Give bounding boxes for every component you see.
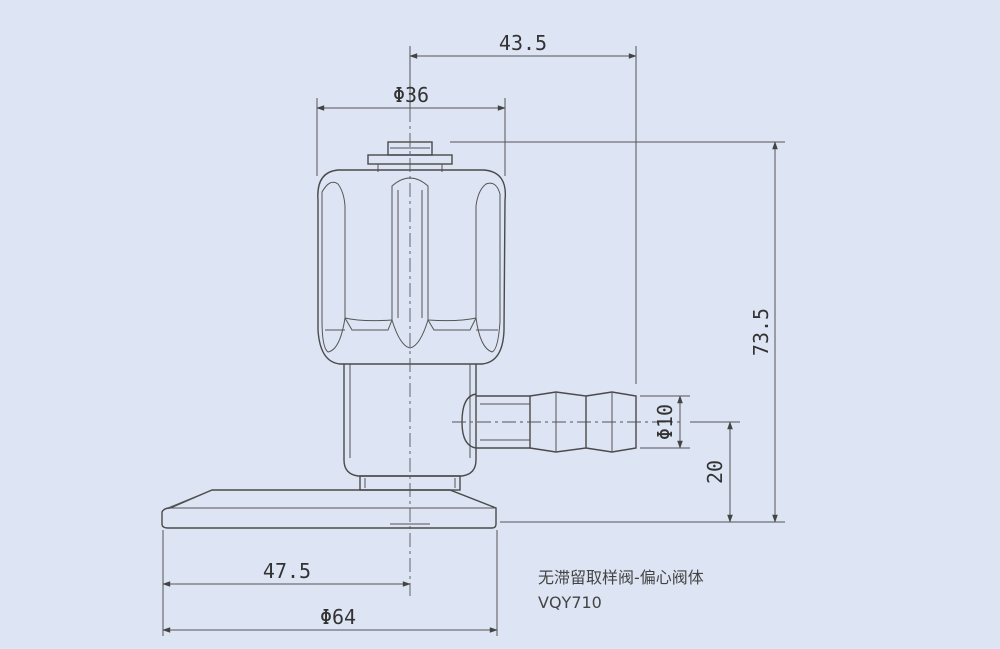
dim-flange-diameter: Φ64 (320, 605, 356, 629)
dim-outlet-diameter: Φ10 (653, 404, 677, 440)
extension-lines (162, 46, 785, 636)
caption: 无滞留取样阀-偏心阀体 VQY710 (538, 568, 704, 612)
dim-body-diameter: Φ36 (393, 83, 429, 107)
dim-offset-outlet: 43.5 (499, 31, 547, 55)
dimension-lines (162, 53, 778, 633)
caption-model: VQY710 (538, 593, 602, 612)
clamp-flange (161, 489, 497, 529)
dim-outlet-height: 20 (703, 460, 727, 484)
valve-outline (161, 141, 637, 529)
knurled-knob (317, 169, 507, 365)
centerlines (409, 108, 680, 596)
dimension-labels: 43.5 Φ36 73.5 Φ10 20 47.5 Φ64 (263, 31, 773, 629)
dim-offset-flange: 47.5 (263, 559, 311, 583)
dim-height-total: 73.5 (749, 308, 773, 356)
caption-title: 无滞留取样阀-偏心阀体 (538, 568, 704, 587)
